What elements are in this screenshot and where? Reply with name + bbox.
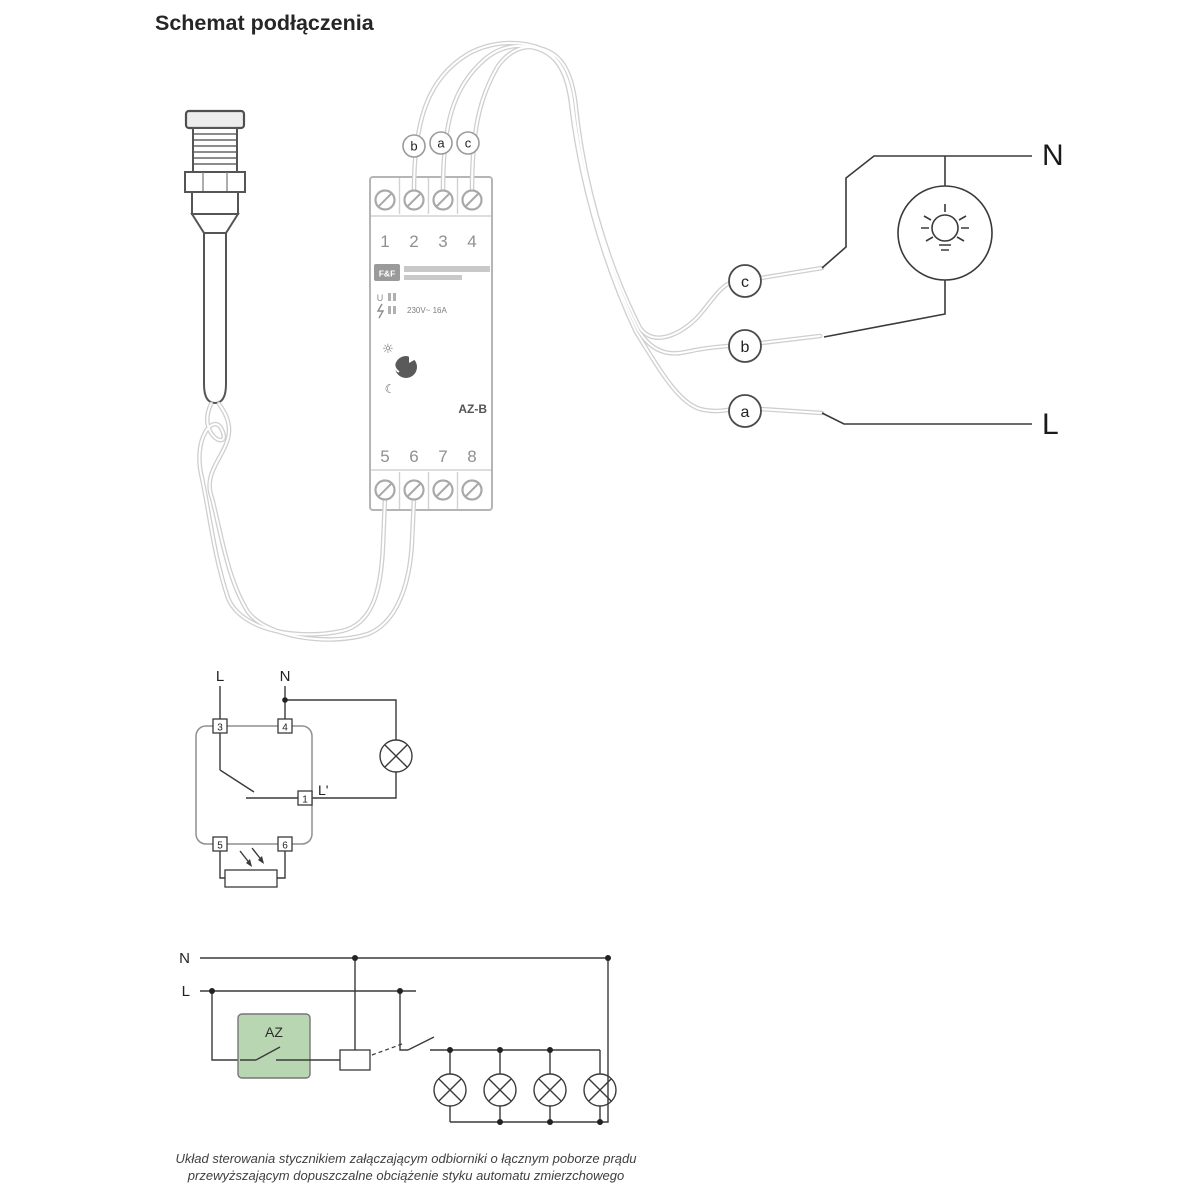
terminal-4: 4 — [282, 723, 288, 734]
sun-icon: ☼ — [382, 342, 394, 357]
module-terminal-8: 8 — [467, 447, 476, 466]
module-terminal-5: 5 — [380, 447, 389, 466]
label-stripe — [404, 266, 490, 272]
marker-b: b — [410, 139, 417, 154]
caption-line-1: Układ sterowania stycznikiem załączający… — [176, 1151, 637, 1166]
mains-l-label: L — [1042, 408, 1059, 441]
module-terminal-6: 6 — [409, 447, 418, 466]
terminal-5: 5 — [217, 841, 223, 852]
probe-cap — [184, 109, 246, 130]
module-terminal-1: 1 — [380, 232, 389, 251]
wire-markers: b a c — [402, 131, 480, 158]
module-terminal-7: 7 — [438, 447, 447, 466]
az-device-box — [237, 1013, 311, 1079]
tag-c: c — [741, 274, 749, 291]
module-terminal-4: 4 — [467, 232, 476, 251]
module-model: AZ-B — [458, 402, 487, 416]
probe-nut — [184, 171, 246, 193]
photoresistor — [224, 869, 278, 888]
lamp-symbol — [897, 185, 993, 281]
contactor-diagram: N L AZ — [179, 950, 617, 1125]
contactor-l-label: L — [182, 983, 190, 1000]
schematic-l-label: L — [216, 668, 224, 685]
contactor-main-contact — [399, 991, 600, 1051]
brand-logo — [374, 264, 400, 281]
terminal-1: 1 — [302, 795, 308, 806]
probe-tube — [203, 232, 227, 405]
u-indicator-label: U — [377, 293, 384, 303]
light-arrows-icon — [239, 847, 264, 866]
led-indicators — [376, 293, 396, 319]
terminal-screws — [374, 189, 483, 501]
mechanical-link — [371, 1043, 403, 1056]
mains-circuit — [821, 155, 1032, 425]
adjustment-knob — [393, 353, 417, 378]
page-title: Schemat podłączenia — [155, 11, 375, 35]
terminal-3: 3 — [217, 723, 223, 734]
marker-c: c — [465, 136, 472, 151]
device-outline — [195, 725, 313, 845]
label-stripe — [404, 275, 462, 280]
contactor-coil — [339, 1049, 371, 1071]
bulb-icon — [921, 204, 969, 251]
lightning-icon — [376, 303, 385, 319]
probe-collar — [191, 191, 239, 215]
caption-line-2: przewyższającym dopuszczalne obciążenie … — [187, 1168, 624, 1183]
relay-contact — [219, 733, 298, 799]
wire-tags: c b a — [728, 264, 762, 428]
terminal-6: 6 — [282, 841, 288, 852]
module-terminal-3: 3 — [438, 232, 447, 251]
module-terminal-2: 2 — [409, 232, 418, 251]
mains-n-label: N — [1042, 139, 1064, 172]
tag-b: b — [741, 339, 750, 356]
light-sensor-probe — [184, 109, 246, 405]
brand-label: F&F — [379, 269, 396, 279]
module-rating: 230V~ 16A — [407, 306, 447, 315]
l-prime-label: L' — [318, 782, 328, 798]
tag-a: a — [741, 404, 750, 421]
schematic-n-label: N — [280, 668, 291, 685]
moon-icon: ☾ — [385, 382, 396, 396]
wires — [197, 40, 825, 642]
terminal-schematic: L N 3 4 1 5 6 L' — [195, 668, 413, 888]
az-contact — [240, 1046, 340, 1061]
marker-a: a — [437, 136, 445, 151]
din-module — [369, 176, 493, 511]
contactor-n-label: N — [179, 950, 190, 967]
az-label: AZ — [265, 1024, 283, 1040]
